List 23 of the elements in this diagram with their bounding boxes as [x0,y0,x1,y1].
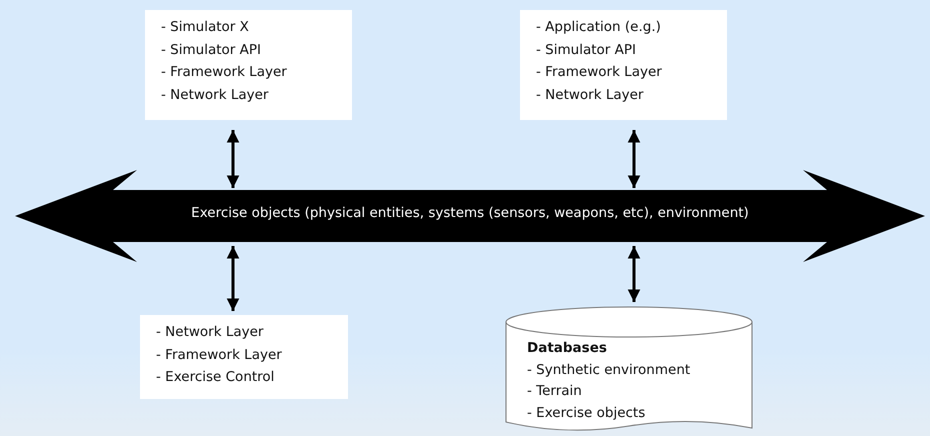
list-item: - Network Layer [536,86,644,104]
double-arrow [226,130,240,188]
list-item: - Synthetic environment [527,360,690,380]
list-item: - Exercise Control [156,368,276,387]
list-item: - Application (e.g.) [536,18,662,37]
double-arrow [628,130,640,188]
list-item: - Network Layer [161,86,270,104]
band-label: Exercise objects (physical entities, systems (sensors, weapons, etc), environment) [190,205,750,221]
list-item: - Simulator API [161,40,262,60]
list-item: - Exercise objects [527,404,646,422]
list-item: - Simulator API [536,40,637,60]
list-item: - Network Layer [156,323,264,342]
list-item: - Terrain [527,382,583,401]
heading: Databases [527,339,608,358]
double-arrow [226,246,240,311]
text-box [140,315,348,399]
list-item: - Framework Layer [156,346,283,364]
text-box [145,10,352,120]
list-item: - Framework Layer [161,63,288,82]
list-item: - Simulator X [161,18,250,37]
double-arrow [628,246,640,302]
text-box [520,10,727,120]
list-item: - Framework Layer [536,63,663,82]
